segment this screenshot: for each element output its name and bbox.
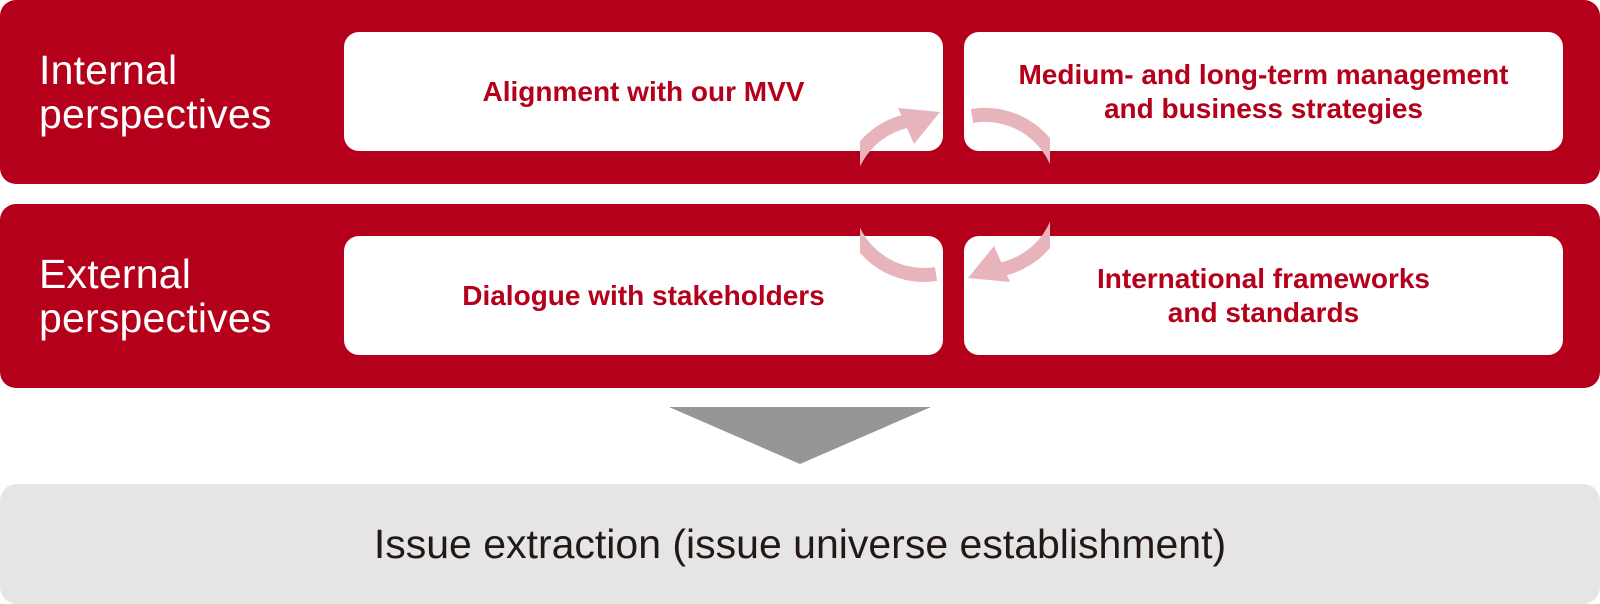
card-stakeholder-dialogue: Dialogue with stakeholders <box>344 236 943 355</box>
label-line: perspectives <box>39 295 272 341</box>
label-line: External <box>39 251 192 297</box>
label-line: Internal <box>39 47 178 93</box>
card-mvv-alignment: Alignment with our MVV <box>344 32 943 151</box>
card-text: and business strategies <box>1103 92 1423 124</box>
label-line: perspectives <box>39 91 272 137</box>
card-text: Dialogue with stakeholders <box>462 279 825 311</box>
issue-extraction-box: Issue extraction (issue universe establi… <box>0 484 1600 604</box>
card-international-frameworks: International frameworks and standards <box>964 236 1563 355</box>
issue-extraction-label: Issue extraction (issue universe establi… <box>373 520 1227 567</box>
card-text: International frameworks <box>1097 262 1430 294</box>
card-text: and standards <box>1167 296 1360 328</box>
card-text: Alignment with our MVV <box>482 75 805 107</box>
card-text: Medium- and long-term management <box>1018 58 1509 90</box>
card-management-strategies: Medium- and long-term management and bus… <box>964 32 1563 151</box>
external-perspectives-label: External perspectives <box>39 252 272 340</box>
down-arrow-icon <box>669 407 931 464</box>
internal-perspectives-label: Internal perspectives <box>39 48 272 136</box>
